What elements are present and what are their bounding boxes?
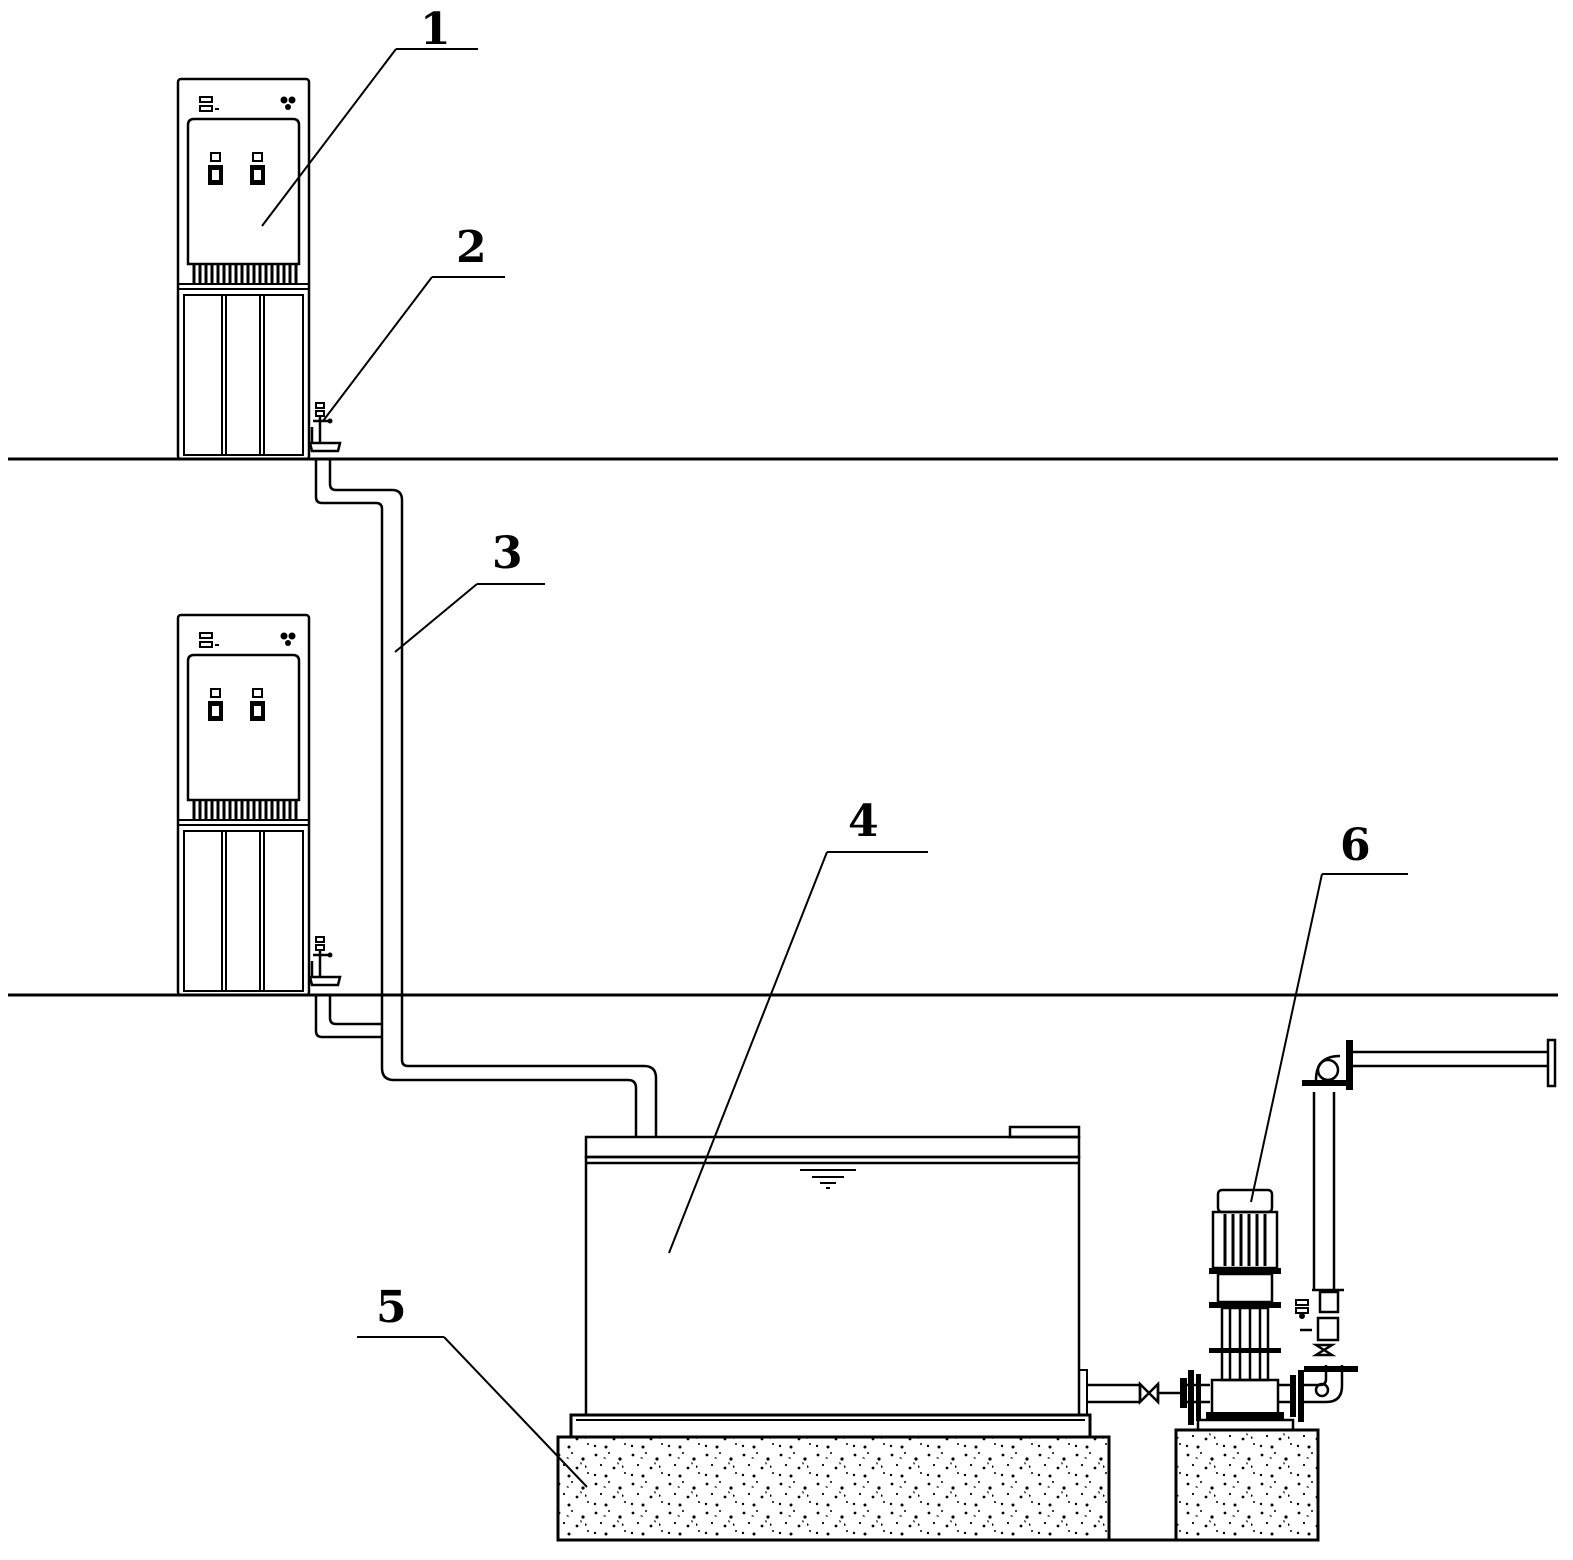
water-dispenser-upper	[176, 77, 311, 461]
water-dispenser-lower	[176, 613, 311, 997]
pump-outlet-pipe	[1278, 1038, 1557, 1422]
label-3: 3	[492, 528, 523, 579]
concrete-foundation-tank	[556, 1435, 1111, 1542]
dispenser-valve-lower	[308, 935, 342, 987]
label-1: 1	[420, 4, 451, 55]
label-5: 5	[376, 1282, 407, 1333]
booster-pump	[1196, 1188, 1295, 1432]
concrete-foundation-pump	[1174, 1428, 1320, 1542]
label-4: 4	[848, 796, 879, 847]
dispenser-valve-upper	[308, 401, 342, 453]
water-tank	[569, 1125, 1140, 1439]
return-pipe	[314, 460, 658, 1137]
label-2: 2	[456, 222, 487, 273]
label-6: 6	[1340, 820, 1371, 871]
pump-inlet-valve	[1138, 1370, 1210, 1425]
water-level-symbol	[800, 1169, 856, 1189]
leader-lines	[261, 48, 1408, 1488]
